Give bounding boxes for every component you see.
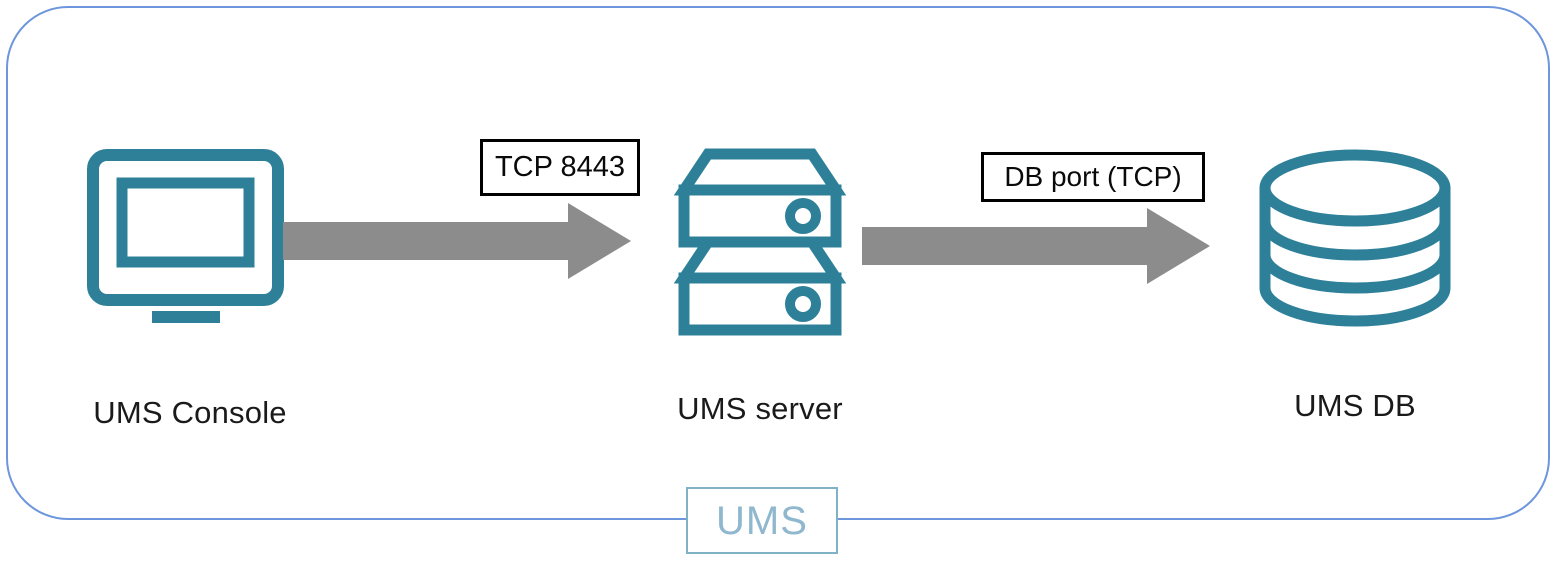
connection-label-tcp-8443: TCP 8443 bbox=[480, 139, 640, 196]
node-ums-console[interactable]: UMS Console bbox=[30, 145, 350, 428]
connection-label-text: TCP 8443 bbox=[494, 151, 626, 183]
database-cylinder-icon bbox=[1195, 140, 1515, 335]
connection-label-text: DB port (TCP) bbox=[1004, 161, 1182, 192]
ums-badge-label: UMS bbox=[716, 498, 808, 543]
arrow-console-to-server bbox=[283, 201, 653, 281]
node-label-ums-db: UMS DB bbox=[1294, 388, 1416, 423]
node-ums-server[interactable]: UMS server bbox=[600, 138, 920, 424]
connection-label-db-port: DB port (TCP) bbox=[981, 152, 1205, 202]
server-rack-icon bbox=[600, 138, 920, 338]
arrow-server-to-db bbox=[862, 206, 1232, 286]
ums-boundary-badge: UMS bbox=[686, 487, 838, 554]
node-ums-db[interactable]: UMS DB bbox=[1195, 140, 1515, 421]
node-label-ums-console: UMS Console bbox=[93, 395, 287, 430]
monitor-icon bbox=[30, 145, 350, 335]
node-label-ums-server: UMS server bbox=[677, 391, 843, 426]
